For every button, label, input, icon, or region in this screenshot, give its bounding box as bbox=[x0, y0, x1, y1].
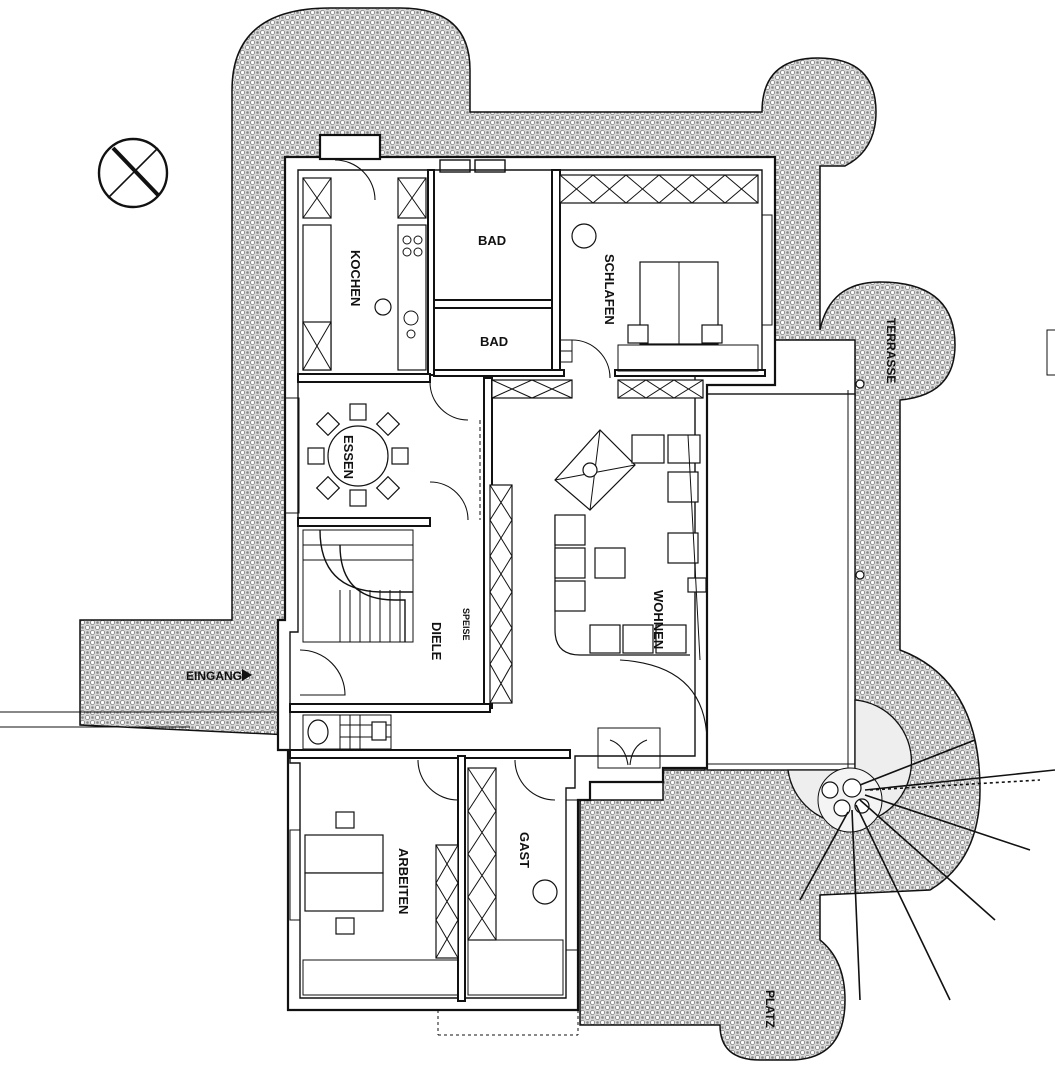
compass-icon bbox=[97, 137, 169, 209]
staircase bbox=[302, 529, 414, 643]
office-furniture bbox=[289, 759, 459, 996]
gravel-surround bbox=[0, 7, 1055, 1061]
room-label-speise: SPEISE bbox=[461, 608, 471, 641]
entrance-arrow-icon bbox=[242, 669, 252, 681]
room-label-bad-2: BAD bbox=[480, 334, 508, 349]
room-label-diele: DIELE bbox=[429, 622, 444, 661]
living-furniture bbox=[479, 420, 708, 769]
entry-wc bbox=[299, 649, 392, 750]
room-label-schlafen: SCHLAFEN bbox=[602, 254, 617, 325]
area-label-platz: PLATZ bbox=[763, 990, 777, 1028]
guest-furniture bbox=[437, 759, 579, 1036]
room-label-gast: GAST bbox=[517, 832, 532, 868]
bedroom-furniture bbox=[491, 174, 773, 399]
room-label-essen: ESSEN bbox=[341, 435, 356, 479]
dining-table bbox=[284, 397, 409, 514]
room-label-wohnen: WOHNEN bbox=[651, 590, 666, 649]
bath-fixtures bbox=[559, 339, 573, 363]
tree-icon bbox=[799, 739, 1055, 1001]
kitchen-furniture bbox=[302, 177, 427, 371]
area-label-terrasse: TERRASSE bbox=[884, 318, 898, 383]
room-label-kochen: KOCHEN bbox=[348, 250, 363, 306]
room-label-arbeiten: ARBEITEN bbox=[396, 848, 411, 914]
doors bbox=[334, 159, 611, 521]
room-label-bad-1: BAD bbox=[478, 233, 506, 248]
area-label-eingang: EINGANG bbox=[186, 669, 242, 683]
room-labels: KOCHEN BAD BAD SCHLAFEN ESSEN SPEISE DIE… bbox=[186, 233, 898, 1028]
